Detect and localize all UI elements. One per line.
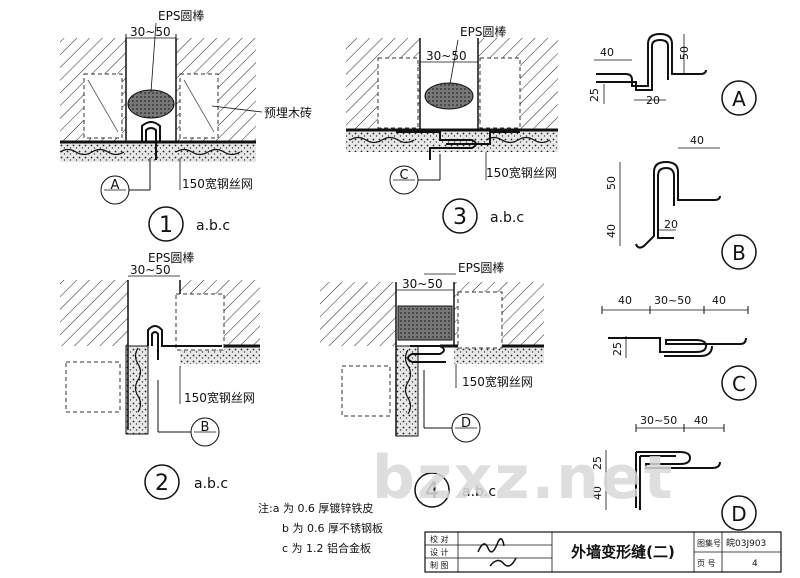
profile-b-dim-2: 50 (605, 176, 618, 190)
profile-a-dim-2: 50 (678, 46, 691, 60)
d4-number: 4 (425, 479, 439, 504)
d4-abc: a.b.c (462, 484, 496, 500)
d1-wood-label: 预埋木砖 (264, 105, 312, 120)
profile-c-dim-1: 40 (618, 294, 632, 307)
d3-abc: a.b.c (490, 210, 524, 226)
d1-mesh-label: 150宽钢丝网 (182, 176, 253, 191)
profile-d-dim-1: 30~50 (640, 414, 677, 427)
profile-b-dim-4: 20 (664, 218, 678, 231)
d2-mesh-label: 150宽钢丝网 (184, 390, 255, 405)
d1-abc: a.b.c (196, 218, 230, 234)
profile-c-dim-4: 25 (611, 342, 624, 356)
d2-number: 2 (155, 471, 169, 496)
profile-a: 40 50 25 20 A (588, 32, 757, 116)
note-a: 注:a 为 0.6 厚镀锌铁皮 (258, 501, 373, 515)
design-label: 设 计 (430, 547, 449, 557)
profile-a-letter: A (732, 87, 746, 111)
signature (477, 538, 517, 567)
d1-gap-dim: 30~50 (130, 25, 171, 39)
d3-mesh-label: 150宽钢丝网 (486, 165, 557, 180)
notes: 注:a 为 0.6 厚镀锌铁皮 b 为 0.6 厚不锈钢板 c 为 1.2 铝合… (258, 501, 383, 555)
d1-number: 1 (159, 213, 173, 238)
d2-ref-letter: B (201, 420, 210, 435)
d2-eps-label: EPS圆棒 (148, 251, 194, 265)
d4-ref-letter: D (461, 416, 471, 431)
drawing-title: 外墙变形缝(二) (570, 543, 675, 561)
profile-d-letter: D (731, 502, 746, 526)
profile-a-dim-3: 25 (588, 88, 601, 102)
detail-4: 30~50 EPS圆棒 D 150宽钢丝网 4 a.b.c (320, 261, 544, 508)
atlas-label: 图集号 (697, 538, 721, 548)
note-c: c 为 1.2 铝合金板 (282, 541, 371, 555)
page-number: 4 (752, 559, 758, 569)
d4-mesh-label: 150宽钢丝网 (462, 374, 533, 389)
profile-a-dim-4: 20 (646, 94, 660, 107)
profile-d-dim-2: 40 (694, 414, 708, 427)
profile-c-letter: C (732, 372, 746, 396)
d3-eps-label: EPS圆棒 (460, 25, 506, 39)
d1-eps-label: EPS圆棒 (158, 9, 204, 23)
detail-3: 30~50 EPS圆棒 C 150宽钢丝网 3 a.b.c (346, 25, 558, 234)
profile-d: 30~50 40 25 40 D (591, 414, 757, 531)
profile-b-dim-1: 40 (690, 134, 704, 147)
note-b: b 为 0.6 厚不锈钢板 (282, 521, 383, 535)
d3-number: 3 (453, 205, 467, 230)
eps-rod (127, 89, 175, 119)
profile-d-dim-4: 40 (591, 486, 604, 500)
profile-b-dim-3: 40 (605, 224, 618, 238)
detail-1: 30~50 EPS圆棒 预埋木砖 A 150宽钢丝网 1 a.b.c (59, 9, 312, 242)
d4-gap-dim: 30~50 (402, 277, 443, 291)
eps-rod (424, 82, 474, 110)
d3-gap-dim: 30~50 (426, 49, 467, 63)
title-block: 校 对 设 计 制 图 外墙变形缝(二) 图集号 皖03J903 页 号 4 (424, 531, 782, 573)
d4-eps-label: EPS圆棒 (458, 261, 504, 275)
profile-c-dim-2: 30~50 (654, 294, 691, 307)
profile-c: 40 30~50 40 25 C (601, 294, 757, 401)
check-label: 校 对 (430, 534, 449, 544)
d2-abc: a.b.c (194, 476, 228, 492)
d3-ref-letter: C (399, 168, 408, 183)
d2-gap-dim: 30~50 (130, 263, 171, 277)
detail-2: 30~50 EPS圆棒 B 150宽钢丝网 2 a.b.c (60, 251, 260, 500)
draw-label: 制 图 (430, 560, 449, 570)
profile-d-dim-3: 25 (591, 456, 604, 470)
watermark: bzxz.net (372, 443, 674, 513)
profile-c-dim-3: 40 (712, 294, 726, 307)
page-label: 页 号 (697, 559, 716, 568)
d1-ref-letter: A (111, 178, 120, 193)
atlas-number: 皖03J903 (726, 537, 766, 549)
profile-a-dim-1: 40 (600, 46, 614, 59)
profile-b-letter: B (732, 241, 746, 265)
profile-b: 50 40 40 20 B (605, 134, 757, 270)
